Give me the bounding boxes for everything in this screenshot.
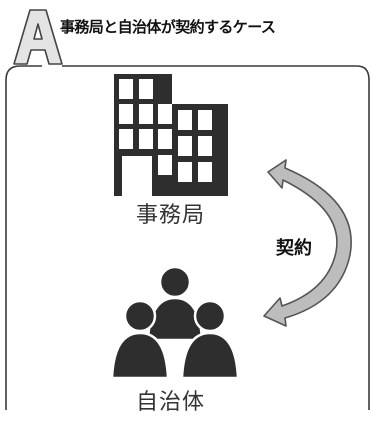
outer-frame [5,65,370,410]
contract-label: 契約 [276,238,312,259]
badge-a-icon [13,9,63,65]
municipality-label: 自治体 [136,390,206,415]
double-headed-curved-arrow-icon [263,159,352,327]
people-group-icon [110,265,240,380]
office-building-icon [114,74,228,196]
case-title: 事務局と自治体が契約するケース [60,18,276,36]
office-label: 事務局 [136,203,206,228]
